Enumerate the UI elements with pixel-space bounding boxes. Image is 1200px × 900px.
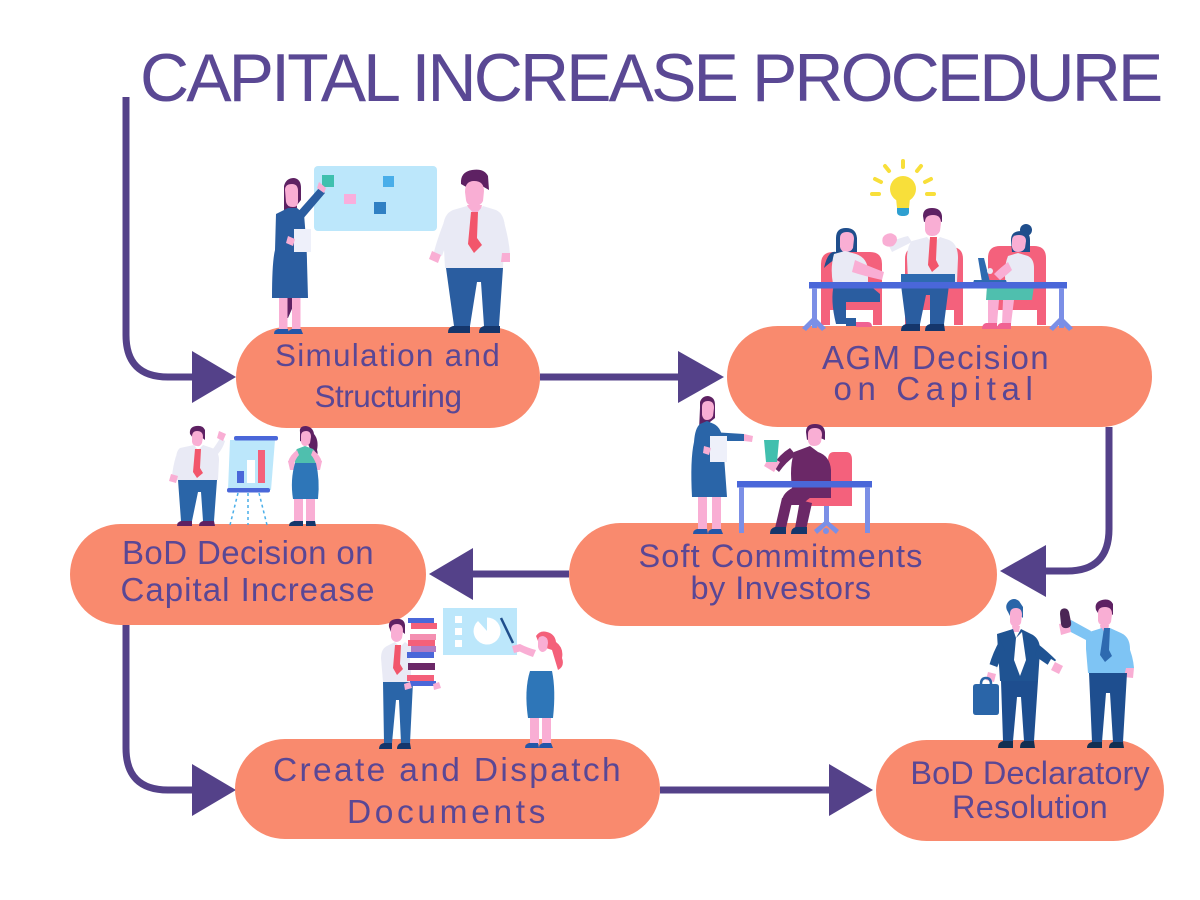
svg-text:BoD Declaratory: BoD Declaratory: [910, 755, 1150, 791]
svg-text:Create and Dispatch: Create and Dispatch: [273, 752, 623, 789]
svg-text:by Investors: by Investors: [691, 570, 872, 606]
svg-text:BoD Decision on: BoD Decision on: [122, 534, 374, 571]
svg-text:Structuring: Structuring: [314, 378, 461, 414]
svg-text:Documents: Documents: [347, 794, 549, 831]
svg-text:on Capital: on Capital: [834, 370, 1039, 407]
svg-text:Resolution: Resolution: [952, 789, 1108, 825]
svg-text:AGM Decision: AGM Decision: [822, 339, 1050, 376]
svg-text:Simulation and: Simulation and: [275, 337, 501, 373]
svg-text:Soft Commitments: Soft Commitments: [638, 538, 923, 574]
svg-text:Capital Increase: Capital Increase: [121, 571, 376, 608]
